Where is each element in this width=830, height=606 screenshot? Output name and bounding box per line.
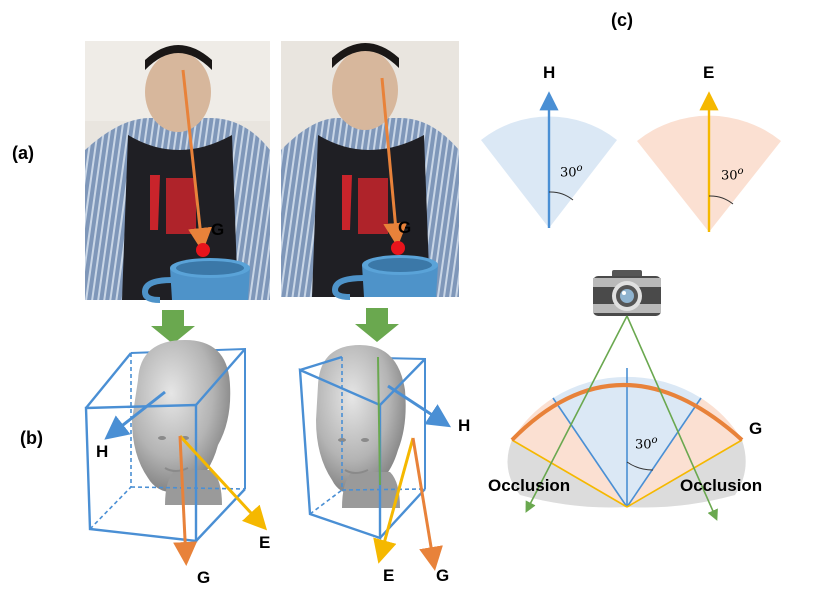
head-vector-right <box>387 384 452 428</box>
panel-c-label: (c) <box>611 10 633 30</box>
gaze-vector-right <box>411 437 443 571</box>
cone-head <box>481 91 617 228</box>
gaze-label-left: G <box>211 220 225 239</box>
head-model-right <box>298 345 452 571</box>
head-label-right: H <box>458 416 471 435</box>
head-model-left <box>84 340 268 566</box>
eye-vector-right <box>373 437 415 564</box>
cone-eye-label: E <box>703 63 715 82</box>
sector-angle-sup: o <box>651 435 658 446</box>
gaze-line-right <box>380 77 408 247</box>
cone-eye-angle-sup: o <box>737 166 744 177</box>
eye-vector-left <box>178 434 268 531</box>
panel-b-label: (b) <box>20 428 43 448</box>
down-arrow-left <box>151 310 195 344</box>
gaze-sector <box>507 315 746 521</box>
down-arrow-right <box>355 308 399 342</box>
eye-label-right: E <box>383 566 395 585</box>
gaze-3d-label-right: G <box>436 566 450 585</box>
sector-angle: 30o <box>635 435 658 452</box>
camera-icon <box>593 270 661 316</box>
sector-angle-value: 30 <box>635 437 652 453</box>
gaze-target-right <box>391 241 405 255</box>
sector-gaze-label: G <box>749 419 763 438</box>
cone-head-angle-value: 30 <box>560 165 577 181</box>
cone-eye-angle-value: 30 <box>721 168 738 184</box>
gaze-vector-left <box>173 435 198 566</box>
cone-eye-angle: 30o <box>721 166 744 183</box>
cone-head-label: H <box>543 63 556 82</box>
gaze-target-left <box>196 243 210 257</box>
photo-right <box>281 41 459 300</box>
gaze-3d-label-left: G <box>197 568 211 587</box>
cone-head-angle: 30o <box>560 163 583 180</box>
photo-left <box>85 41 270 303</box>
gaze-label-right: G <box>398 218 412 237</box>
cone-head-angle-sup: o <box>576 163 583 174</box>
gaze-line-left <box>181 69 212 252</box>
head-label-left: H <box>96 442 109 461</box>
cone-eye <box>637 91 781 232</box>
occlusion-label-right: Occlusion <box>680 476 763 495</box>
occlusion-label-left: Occlusion <box>488 476 571 495</box>
eye-label-left: E <box>259 533 271 552</box>
panel-a-label: (a) <box>12 143 34 163</box>
head-vector-left <box>104 390 166 440</box>
